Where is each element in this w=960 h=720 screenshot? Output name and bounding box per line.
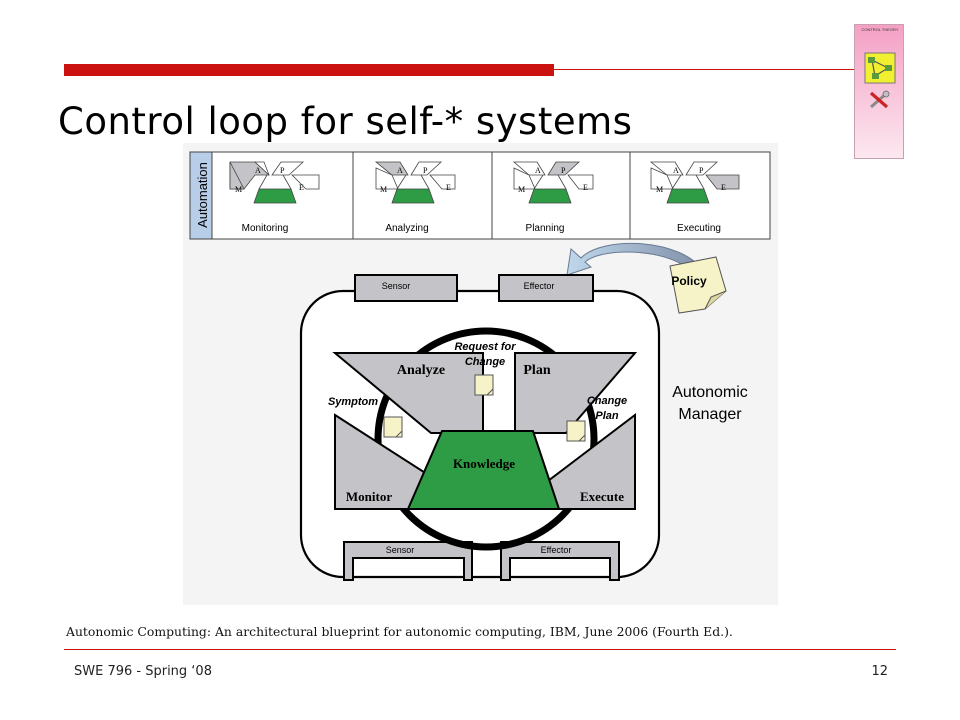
phase-monitoring-icon: A P M E (229, 161, 320, 204)
policy-note: Policy (669, 256, 727, 314)
request-label-line1: Request for (454, 341, 516, 353)
letter-m: M (235, 185, 242, 194)
sensor-bottom-label: Sensor (386, 545, 415, 555)
corner-label: CONTROL THEORY (861, 27, 899, 32)
autonomic-label-line2: Manager (678, 406, 742, 423)
title-accent-line (554, 69, 854, 70)
request-label-line2: Change (465, 356, 505, 368)
analyze-label: Analyze (397, 363, 445, 378)
phase-analyzing-label: Analyzing (385, 223, 428, 234)
phase-planning-icon: A P M E (512, 161, 594, 204)
letter-m: M (656, 185, 663, 194)
sensor-top (354, 274, 458, 302)
letter-e: E (299, 183, 304, 192)
node-graph-icon (864, 52, 896, 84)
letter-a: A (397, 166, 403, 175)
request-note (474, 374, 494, 396)
autonomic-manager-diagram: Automation A P M E Monitoring (183, 143, 778, 605)
effector-bottom-label: Effector (541, 545, 572, 555)
letter-e: E (721, 183, 726, 192)
autonomic-label-line1: Autonomic (672, 384, 748, 401)
plan-label: Plan (523, 363, 550, 378)
effector-top (498, 274, 594, 302)
tools-icon (869, 90, 890, 109)
letter-a: A (673, 166, 679, 175)
automation-label: Automation (195, 162, 210, 228)
control-theory-logo: CONTROL THEORY (854, 24, 904, 159)
phase-analyzing-icon: A P M E (374, 161, 456, 204)
letter-p: P (423, 166, 428, 175)
phase-monitoring-label: Monitoring (242, 223, 289, 234)
letter-a: A (535, 166, 541, 175)
knowledge-block (406, 430, 561, 510)
footer-rule (64, 649, 896, 650)
plan-panel (514, 352, 638, 434)
phase-executing-icon: A P M E (649, 161, 740, 204)
automation-label-band (189, 151, 213, 240)
change-plan-note (566, 420, 586, 442)
sensor-bottom (343, 541, 473, 581)
phase-executing-label: Executing (677, 223, 721, 234)
page-title: Control loop for self-* systems (58, 100, 633, 143)
letter-m: M (380, 185, 387, 194)
figure-caption: Autonomic Computing: An architectural bl… (66, 624, 733, 639)
change-plan-label-line2: Plan (595, 410, 619, 422)
letter-m: M (518, 185, 525, 194)
page-number: 12 (871, 664, 888, 679)
letter-a: A (255, 166, 261, 175)
execute-label: Execute (580, 489, 624, 504)
letter-p: P (561, 166, 566, 175)
control-loop-ring (374, 327, 598, 551)
footer-course: SWE 796 - Spring ‘08 (74, 664, 212, 679)
effector-bottom (500, 541, 620, 581)
symptom-label: Symptom (328, 396, 378, 408)
letter-e: E (583, 183, 588, 192)
symptom-note (383, 416, 403, 438)
title-accent-bar (64, 64, 554, 76)
letter-e: E (446, 183, 451, 192)
letter-p: P (280, 166, 285, 175)
letter-p: P (699, 166, 704, 175)
automation-strip: Automation A P M E Monitoring (189, 151, 771, 240)
knowledge-label: Knowledge (453, 456, 515, 471)
sensor-top-label: Sensor (382, 281, 411, 291)
monitor-label: Monitor (346, 489, 392, 504)
change-plan-label-line1: Change (587, 395, 627, 407)
effector-top-label: Effector (524, 281, 555, 291)
policy-label: Policy (671, 274, 707, 288)
phase-planning-label: Planning (526, 223, 565, 234)
